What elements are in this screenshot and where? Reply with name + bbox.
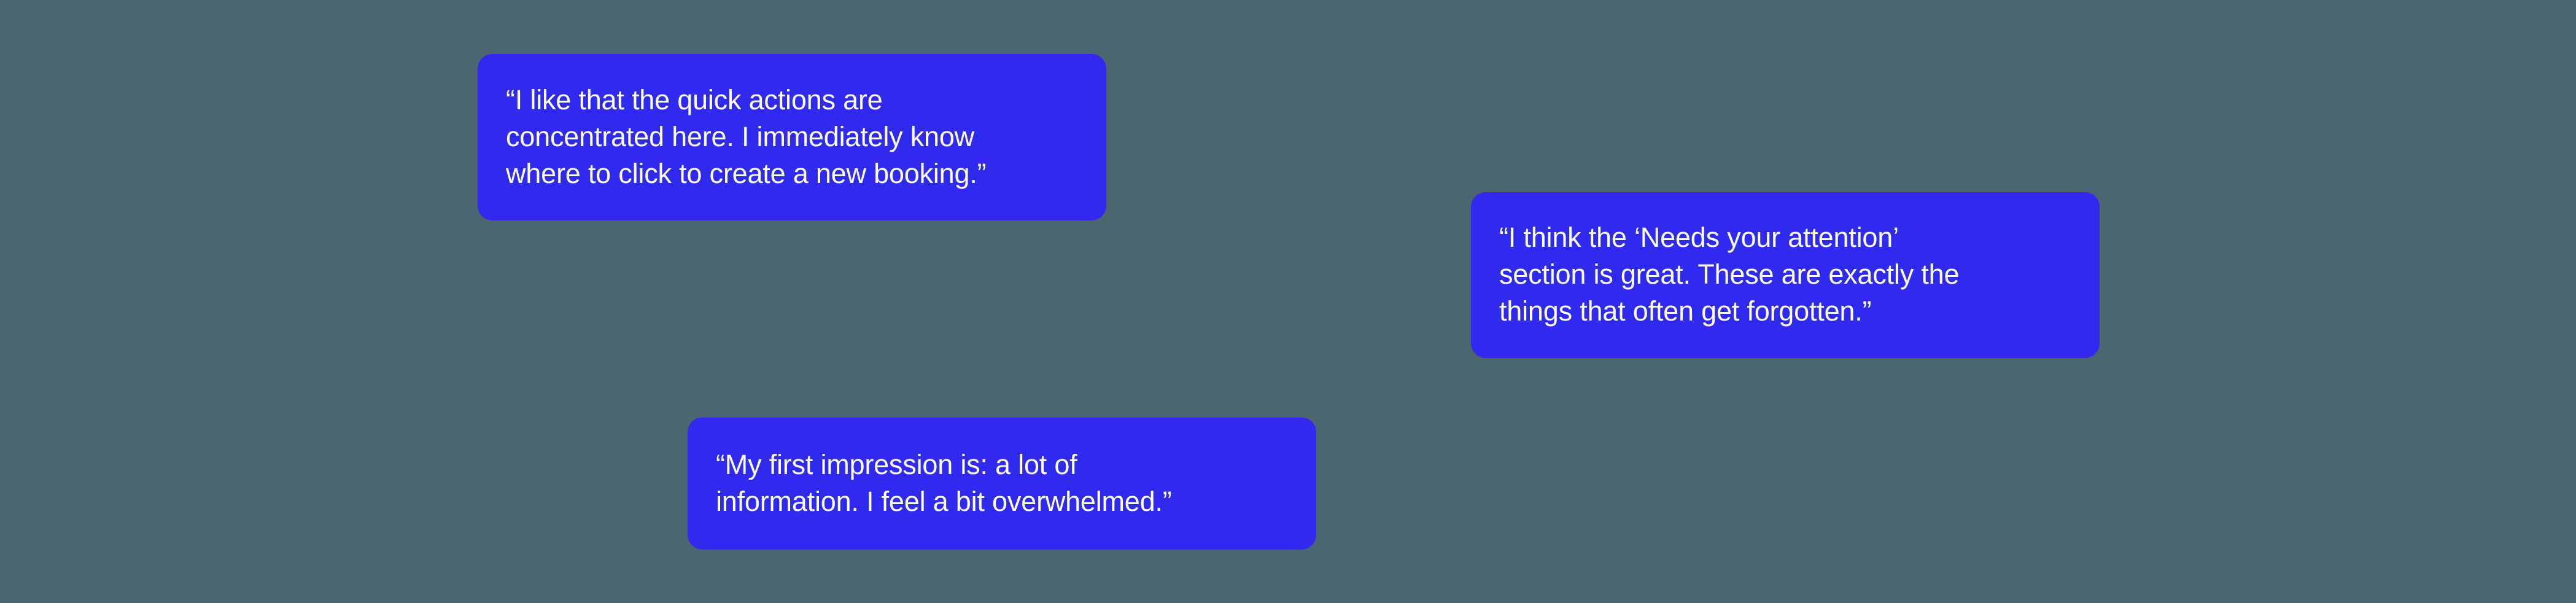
quote-text: “My first impression is: a lot of inform… xyxy=(716,448,1172,517)
quote-text: “I like that the quick actions are conce… xyxy=(506,84,987,189)
quote-card-quick-actions[interactable]: “I like that the quick actions are conce… xyxy=(478,54,1106,220)
quote-card-first-impression[interactable]: “My first impression is: a lot of inform… xyxy=(688,418,1316,550)
quote-text: “I think the ‘Needs your attention’ sect… xyxy=(1499,222,1960,327)
quote-card-needs-your-attention[interactable]: “I think the ‘Needs your attention’ sect… xyxy=(1471,192,2100,358)
